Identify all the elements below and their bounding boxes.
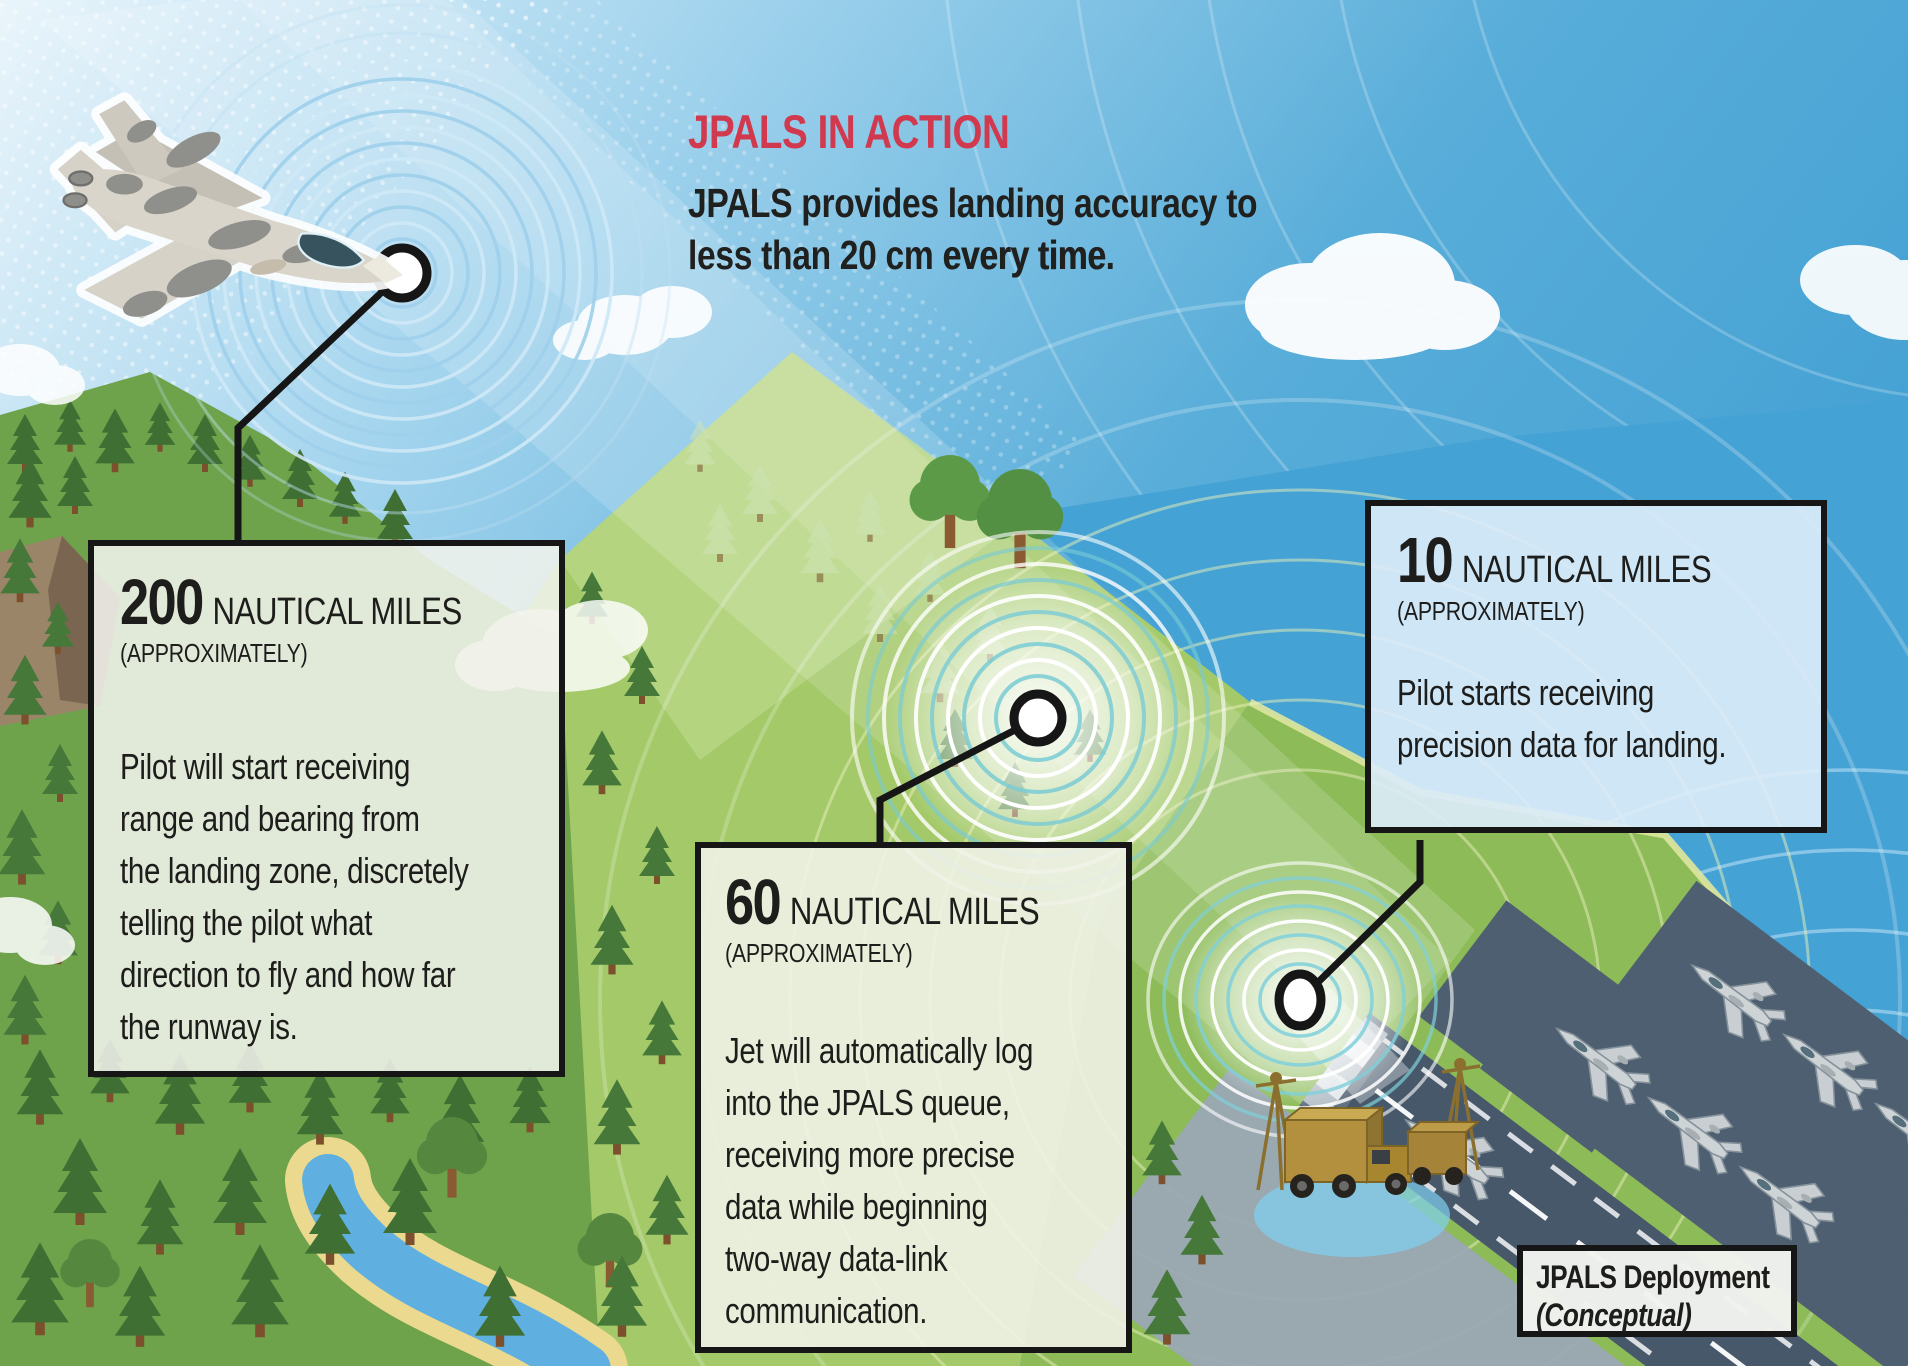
callout-10-nm: 10 NAUTICAL MILES (APPROXIMATELY) Pilot … [1365, 500, 1827, 833]
callout-unit: NAUTICAL MILES [212, 591, 462, 633]
callout-60-nm: 60 NAUTICAL MILES (APPROXIMATELY) Jet wi… [695, 842, 1132, 1353]
headline: JPALS IN ACTION JPALS provides landing a… [688, 104, 1288, 281]
callout-qualifier: (APPROXIMATELY) [120, 638, 308, 668]
subtitle: JPALS provides landing accuracy to less … [688, 180, 1258, 278]
clouds [0, 233, 1908, 965]
antenna-masts [1255, 1064, 1481, 1191]
runway [1299, 1012, 1908, 1366]
connector-line-200 [234, 270, 405, 546]
subtitle-bold: every time [942, 232, 1106, 278]
truck-body [1282, 1105, 1481, 1198]
marker-circle-midpoint [1009, 689, 1067, 747]
cloud-icon [1245, 233, 1500, 360]
ground-station-truck-icon [1254, 1058, 1481, 1257]
cloud-icon [0, 897, 75, 965]
callout-description: Pilot will start receiving range and bea… [120, 746, 469, 1047]
page-title: JPALS IN ACTION [688, 105, 1010, 158]
callout-value: 10 [1397, 524, 1454, 596]
callout-description: Pilot starts receiving precision data fo… [1397, 672, 1727, 765]
callout-value: 200 [120, 566, 204, 638]
callout-qualifier: (APPROXIMATELY) [1397, 596, 1585, 626]
callout-value: 60 [725, 866, 782, 938]
parking-apron-far [1612, 880, 1908, 1366]
callout-qualifier: (APPROXIMATELY) [725, 938, 913, 968]
marker-circle-landing [1274, 969, 1326, 1031]
callout-unit: NAUTICAL MILES [1461, 549, 1712, 591]
ground-apron [1073, 1067, 1646, 1366]
cloud-icon [1800, 245, 1908, 340]
cloud-icon [0, 344, 85, 405]
connector-line-60 [876, 714, 1040, 848]
callout-unit: NAUTICAL MILES [789, 891, 1040, 933]
callout-description: Jet will automatically log into the JPAL… [725, 1030, 1034, 1331]
deployment-label: JPALS Deployment (Conceptual) [1517, 1245, 1797, 1337]
fighter-jet-icon [49, 92, 411, 327]
deployment-label-line1: JPALS Deployment [1536, 1259, 1770, 1295]
runway-complex [1073, 880, 1908, 1366]
connector-line-10 [1297, 840, 1424, 1003]
callout-200-nm: 200 NAUTICAL MILES (APPROXIMATELY) Pilot… [88, 540, 565, 1077]
deployment-label-line2: (Conceptual) [1536, 1297, 1692, 1333]
connector-lines [234, 270, 1424, 1003]
